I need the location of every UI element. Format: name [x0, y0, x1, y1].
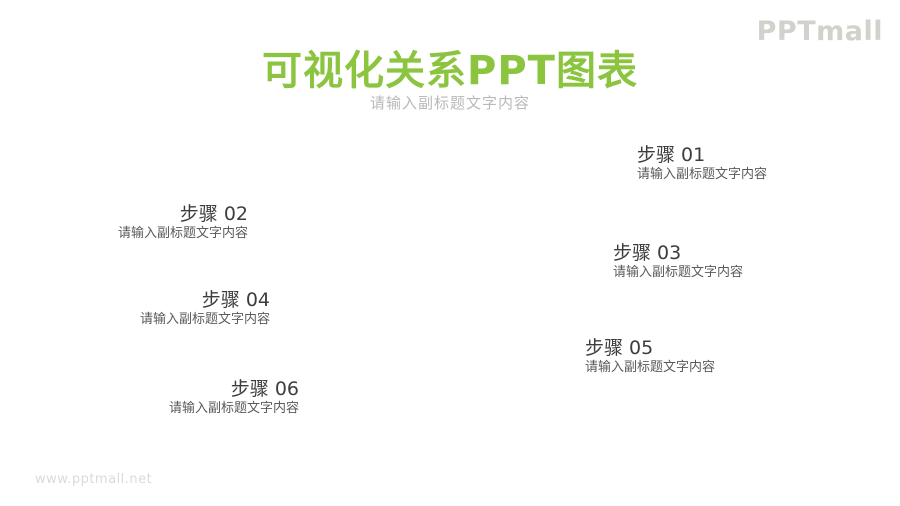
- step-desc: 请输入副标题文字内容: [613, 265, 744, 280]
- step-06: 步骤 06 请输入副标题文字内容: [168, 378, 299, 417]
- step-desc: 请输入副标题文字内容: [139, 312, 270, 327]
- step-02: 步骤 02 请输入副标题文字内容: [117, 203, 248, 242]
- step-label: 步骤 04: [201, 289, 270, 311]
- step-label: 步骤 02: [179, 203, 248, 225]
- site-watermark: www.pptmall.net: [35, 472, 153, 487]
- page-title: 可视化关系PPT图表: [262, 48, 638, 94]
- pptmall-logo: PPTmall: [756, 16, 883, 47]
- step-desc: 请输入副标题文字内容: [585, 360, 716, 375]
- page-subtitle: 请输入副标题文字内容: [369, 94, 530, 112]
- step-label: 步骤 06: [230, 378, 299, 400]
- step-desc: 请输入副标题文字内容: [637, 167, 768, 182]
- step-label: 步骤 01: [637, 144, 706, 166]
- step-01: 步骤 01 请输入副标题文字内容: [637, 144, 768, 183]
- step-label: 步骤 05: [585, 337, 654, 359]
- step-label: 步骤 03: [613, 242, 682, 264]
- step-05: 步骤 05 请输入副标题文字内容: [585, 337, 716, 376]
- step-04: 步骤 04 请输入副标题文字内容: [139, 289, 270, 328]
- step-03: 步骤 03 请输入副标题文字内容: [613, 242, 744, 281]
- step-desc: 请输入副标题文字内容: [117, 226, 248, 241]
- step-desc: 请输入副标题文字内容: [168, 401, 299, 416]
